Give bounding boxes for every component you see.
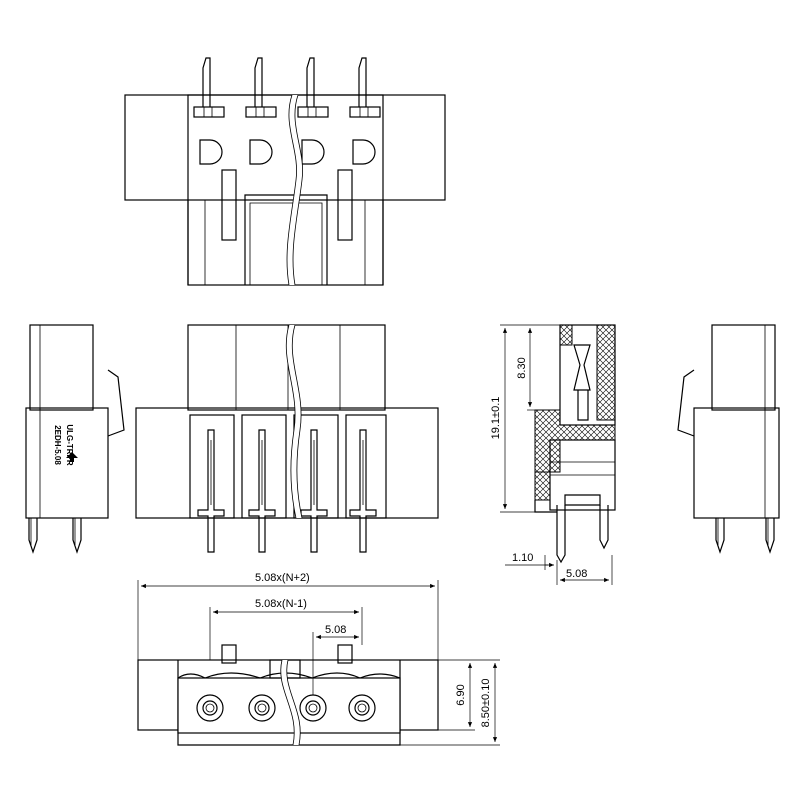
front-pins bbox=[197, 429, 377, 553]
section-view: 19.1±0.1 8.30 1.10 5.08 bbox=[490, 324, 616, 585]
section-spring bbox=[573, 344, 591, 391]
bottom-view: 5.08x(N+2) 5.08x(N-1) 5.08 6.90 8.50±0.1… bbox=[137, 572, 500, 746]
dim-pitch-bottom: 5.08 bbox=[325, 624, 346, 636]
marking-line2: 2EDH-5.08 bbox=[53, 425, 62, 465]
front-view bbox=[135, 324, 439, 553]
dim-height-front-total: 8.50±0.10 bbox=[480, 679, 492, 728]
left-side-view: ULG-TRPR 2EDH-5.08 bbox=[25, 324, 125, 554]
dim-pitch-side: 5.08 bbox=[566, 568, 587, 580]
top-view bbox=[124, 57, 446, 286]
top-screw-slots bbox=[193, 106, 381, 118]
break-line bbox=[286, 94, 297, 286]
front-cavities bbox=[189, 414, 387, 519]
dim-height-upper: 8.30 bbox=[516, 357, 528, 378]
marking-line1: ULG-TRPR bbox=[65, 424, 74, 466]
right-latch bbox=[677, 369, 695, 437]
top-latch-left bbox=[221, 169, 237, 241]
top-pins bbox=[202, 57, 367, 107]
dim-height-front-small: 6.90 bbox=[455, 684, 467, 705]
top-d-openings bbox=[199, 139, 376, 165]
dim-offset-side: 1.10 bbox=[512, 552, 533, 564]
dim-height-total: 19.1±0.1 bbox=[490, 397, 502, 440]
right-side-view bbox=[677, 324, 780, 554]
top-view-plug-housing bbox=[187, 94, 384, 286]
logo-icon bbox=[66, 452, 78, 462]
part-marking: ULG-TRPR 2EDH-5.08 bbox=[53, 424, 74, 466]
left-body bbox=[25, 407, 109, 519]
right-pins bbox=[715, 518, 775, 554]
left-pins bbox=[28, 518, 82, 554]
top-view-outer-body bbox=[124, 94, 446, 201]
dim-inner-span: 5.08x(N-1) bbox=[255, 598, 307, 610]
left-latch bbox=[107, 369, 125, 437]
top-latch-right bbox=[337, 169, 353, 241]
dim-overall-width: 5.08x(N+2) bbox=[255, 572, 310, 584]
front-body bbox=[135, 407, 439, 519]
